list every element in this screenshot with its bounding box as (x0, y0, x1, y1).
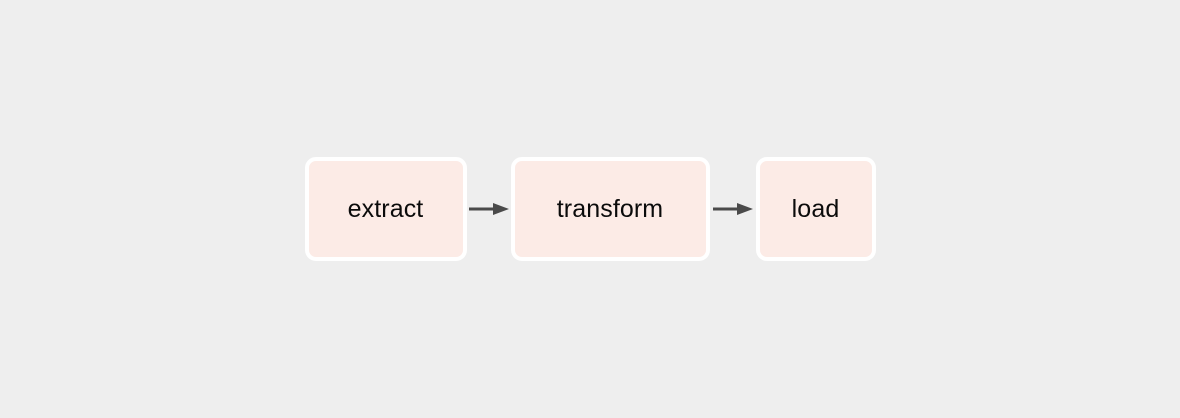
flow-node-label: extract (347, 194, 424, 223)
flow-edge-extract-to-transform[interactable] (467, 157, 511, 261)
flow-edge-transform-to-load[interactable] (710, 157, 756, 261)
flow-node-label: transform (556, 194, 664, 223)
flow-node-load[interactable]: load (755, 157, 876, 261)
flow-node-transform[interactable]: transform (510, 157, 710, 261)
arrow-right-icon (468, 201, 509, 217)
arrow-right-icon (712, 201, 753, 217)
flow-node-label: load (791, 194, 840, 223)
flow-node-extract[interactable]: extract (304, 157, 467, 261)
